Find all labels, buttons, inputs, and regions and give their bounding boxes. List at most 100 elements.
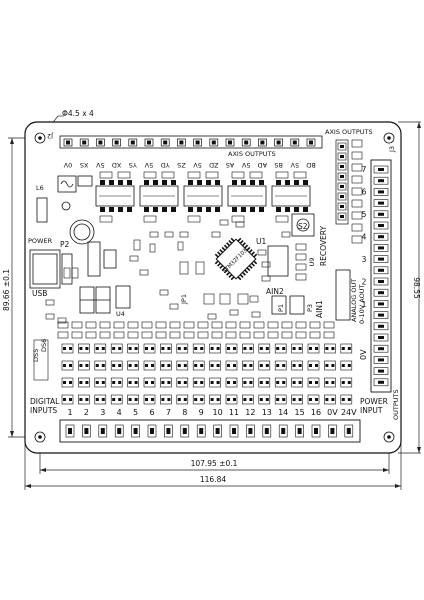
smd-part: [149, 243, 156, 253]
hole-note: Φ4.5 x 4: [62, 109, 94, 118]
axis-pin-label: 5V: [96, 161, 105, 169]
strip-cap: [309, 331, 321, 339]
input-part: [78, 377, 90, 388]
top-pin-dot: [292, 140, 297, 145]
output-pin-dot: [378, 168, 384, 171]
input-part: [143, 343, 156, 354]
opto-resistor: [249, 171, 263, 179]
aout-sub-label: 0-10V AOUT: [358, 285, 366, 324]
input-pad: [298, 398, 302, 401]
header-resistor: [351, 211, 363, 220]
p1-label: P1: [277, 304, 285, 312]
smd-part: [235, 221, 245, 228]
input-pad: [167, 381, 171, 384]
smd-part: [179, 231, 189, 238]
input-pad: [282, 381, 286, 384]
input-pin-dot: [117, 428, 122, 434]
input-pad: [309, 398, 312, 401]
input-number: 4: [117, 408, 122, 417]
mcu-pin: [253, 260, 258, 265]
header-pin-dot: [340, 175, 344, 178]
input-number: 7: [166, 408, 171, 417]
input-part: [143, 394, 156, 405]
smd-part: [133, 239, 141, 251]
header-resistor: [351, 163, 363, 172]
smd-part: [149, 231, 159, 238]
input-part: [176, 360, 189, 371]
optocoupler-pin: [206, 207, 211, 212]
axis-pin-label: AD: [258, 161, 267, 169]
top-pin-dot: [276, 140, 281, 145]
opto-resistor: [231, 171, 245, 179]
output-pin-dot: [378, 380, 384, 384]
input-pad: [112, 381, 116, 384]
axis-pin-label: 5V: [290, 161, 299, 169]
input-pad: [200, 364, 204, 367]
input-pin-dot: [133, 428, 138, 434]
axis-pin-label: BS: [274, 161, 282, 169]
input-part: [176, 394, 189, 405]
ds5-label: DS5: [32, 349, 40, 362]
p2-label: P2: [60, 240, 70, 249]
input-pad: [79, 364, 83, 367]
header-pin-dot: [340, 165, 344, 168]
input-part: [78, 343, 90, 354]
input-pad: [118, 398, 122, 401]
optocoupler-pin: [303, 180, 308, 185]
mcu-pin: [217, 262, 222, 267]
input-pad: [177, 364, 181, 367]
input-pad: [95, 347, 99, 350]
top-pin-dot: [195, 140, 200, 145]
input-pad: [282, 364, 286, 367]
input-part: [324, 360, 336, 371]
input-pad: [151, 398, 154, 401]
axis-pin-label: BD: [306, 161, 315, 169]
smd-part: [45, 313, 55, 320]
input-pad: [243, 381, 247, 384]
axis-connector-top: [59, 135, 323, 149]
strip-cap: [155, 331, 167, 339]
optocoupler-pin: [241, 207, 246, 212]
input-pin-dot: [281, 428, 286, 434]
input-part: [94, 377, 107, 388]
input-pad: [259, 364, 263, 367]
mcu-pin: [250, 262, 255, 267]
input-pad: [101, 364, 105, 367]
mcu-pin: [221, 267, 226, 272]
input-pad: [112, 398, 116, 401]
input-number: 14: [278, 408, 288, 417]
input-pad: [259, 398, 263, 401]
header-resistor: [351, 235, 363, 244]
header-resistor: [351, 139, 363, 148]
optocoupler-pin: [241, 180, 246, 185]
input-part: [160, 377, 172, 388]
opto-resistor: [99, 215, 113, 223]
input-pad: [161, 398, 165, 401]
input-pad: [177, 381, 181, 384]
input-pad: [227, 398, 230, 401]
input-pad: [298, 347, 302, 350]
input-part: [160, 394, 172, 405]
input-pad: [85, 347, 89, 350]
input-part: [340, 360, 353, 371]
input-part: [307, 360, 320, 371]
optocoupler-pin: [162, 180, 167, 185]
input-part: [274, 360, 287, 371]
input-pin-dot: [215, 428, 220, 434]
header-resistor: [351, 223, 363, 232]
input-pad: [347, 364, 351, 367]
top-pin-dot: [228, 140, 232, 145]
input-part: [340, 394, 353, 405]
input-pad: [128, 398, 132, 401]
optocoupler-pin: [162, 207, 167, 212]
header-resistor: [351, 199, 363, 208]
opto-resistor: [293, 171, 307, 179]
input-part: [324, 343, 336, 354]
input-pin-dot: [100, 428, 105, 434]
input-pad: [101, 347, 105, 350]
recovery-button: [291, 213, 315, 237]
input-number: 16: [311, 408, 321, 417]
optocoupler-pin: [188, 207, 193, 212]
optocoupler-pin: [250, 207, 255, 212]
strip-cap: [57, 331, 69, 339]
